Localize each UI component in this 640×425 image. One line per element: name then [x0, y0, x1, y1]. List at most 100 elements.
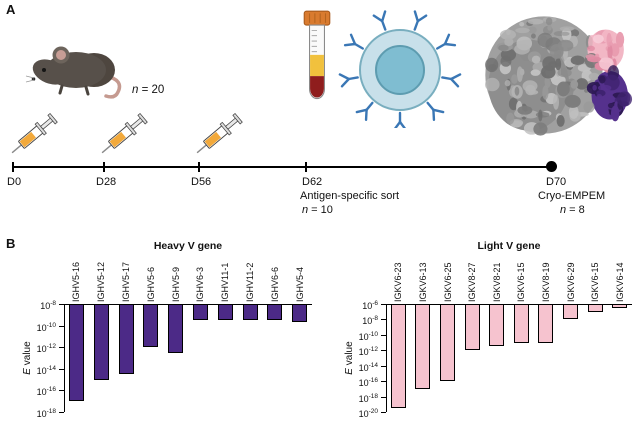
- y-tick-mark: [59, 325, 64, 327]
- category-label: IGKV6-14: [614, 262, 625, 302]
- b-cell-with-antibodies-icon: [338, 10, 462, 128]
- mouse-icon: [25, 46, 122, 99]
- bar: [612, 304, 628, 308]
- category-label: IGKV6-13: [417, 262, 428, 302]
- timeline-endpoint-dot: [546, 161, 557, 172]
- timeline-label-d28: D28: [96, 176, 117, 188]
- bar: [440, 304, 455, 382]
- syringe-icon: [101, 112, 148, 154]
- bar: [538, 304, 554, 343]
- bar: [513, 304, 529, 343]
- y-tick-mark: [59, 347, 64, 349]
- y-tick-label: 10-20: [358, 408, 378, 419]
- timeline-n: n = 10: [302, 203, 333, 216]
- y-tick-mark: [381, 396, 386, 398]
- category-label: IGHV5-9: [170, 266, 181, 302]
- category-label: IGHV11-1: [220, 262, 231, 302]
- timeline-n: n = 8: [560, 203, 585, 216]
- y-tick-label: 10-14: [358, 361, 378, 373]
- chart-title: Light V gene: [477, 240, 541, 252]
- y-tick-label: 10-14: [36, 364, 56, 376]
- category-label: IGKV8-27: [467, 262, 478, 302]
- bar: [143, 304, 159, 348]
- category-label: IGKV6-29: [565, 262, 576, 302]
- syringe-icon: [11, 112, 58, 154]
- mouse-count-label: n = 20: [132, 84, 165, 96]
- category-label: IGHV5-17: [121, 261, 131, 302]
- y-tick-mark: [381, 350, 386, 352]
- timeline-label-d62: D62 Antigen-specific sort n = 10: [300, 176, 399, 217]
- timeline-day: D62: [302, 176, 323, 188]
- category-label: IGKV6-25: [442, 262, 453, 302]
- cryo-em-density-map-icon: [485, 16, 633, 136]
- category-label: IGKV6-15: [590, 262, 601, 302]
- category-label: IGHV5-12: [96, 261, 107, 302]
- y-tick-mark: [381, 304, 386, 305]
- category-label: IGKV6-15: [516, 262, 527, 302]
- x-axis: [386, 304, 632, 305]
- bar: [168, 304, 184, 353]
- y-tick-label: 10-8: [40, 300, 56, 311]
- panel-a-label: A: [6, 2, 16, 17]
- y-tick-mark: [381, 412, 386, 413]
- bar: [415, 304, 431, 389]
- bar: [563, 304, 578, 320]
- y-tick-mark: [59, 412, 64, 413]
- timeline-label-d0: D0: [7, 176, 22, 188]
- timeline-line: [13, 166, 552, 168]
- bar: [587, 304, 603, 312]
- y-tick-mark: [59, 304, 64, 305]
- y-tick-label: 10-10: [36, 321, 56, 333]
- bar: [192, 304, 208, 321]
- y-tick-label: 10-18: [36, 408, 56, 419]
- bar: [292, 304, 308, 323]
- category-label: IGHV6-6: [269, 266, 280, 302]
- category-label: IGHV6-3: [195, 266, 206, 302]
- y-tick-mark: [59, 368, 64, 370]
- timeline-tick-d28: [103, 162, 105, 172]
- y-tick-mark: [381, 381, 386, 383]
- y-tick-mark: [381, 334, 386, 336]
- y-tick-mark: [381, 365, 386, 367]
- timeline-label-d70: D70 Cryo-EMPEM n = 8: [538, 176, 605, 217]
- category-label: IGHV11-2: [245, 262, 255, 302]
- bar: [217, 304, 233, 321]
- y-tick-label: 10-12: [358, 346, 378, 358]
- y-tick-label: 10-16: [36, 386, 56, 398]
- category-label: IGHV5-16: [71, 261, 82, 302]
- y-axis: [386, 304, 387, 412]
- y-tick-label: 10-18: [358, 392, 378, 404]
- y-tick-label: 10-12: [36, 343, 56, 355]
- bar: [93, 304, 109, 380]
- blood-tube-icon: [303, 10, 331, 100]
- bar: [242, 304, 258, 321]
- y-tick-mark: [59, 390, 64, 392]
- timeline-day: D70: [546, 176, 567, 188]
- bar: [118, 304, 134, 375]
- timeline-sub: Cryo-EMPEM: [538, 189, 606, 202]
- category-label: IGKV8-21: [491, 262, 502, 302]
- y-tick-label: 10-6: [362, 300, 378, 311]
- panel-b-label: B: [6, 236, 16, 251]
- bar: [464, 304, 480, 351]
- bar: [489, 304, 505, 347]
- y-tick-label: 10-16: [358, 377, 378, 389]
- bar: [390, 304, 406, 409]
- category-label: IGHV5-6: [145, 266, 156, 302]
- timeline-sub: Antigen-specific sort: [300, 189, 400, 202]
- syringe-icon: [196, 112, 243, 154]
- bar: [267, 304, 283, 321]
- chart-title: Heavy V gene: [153, 240, 223, 252]
- timeline-tick-d56: [198, 162, 200, 172]
- category-label: IGHV5-4: [294, 266, 305, 302]
- y-tick-label: 10-10: [358, 330, 378, 342]
- bar: [68, 304, 84, 402]
- category-label: IGKV6-23: [393, 262, 404, 302]
- y-axis: [64, 304, 65, 412]
- category-label: IGKV8-19: [540, 262, 551, 302]
- y-tick-mark: [381, 319, 386, 321]
- y-tick-label: 10-8: [362, 315, 378, 327]
